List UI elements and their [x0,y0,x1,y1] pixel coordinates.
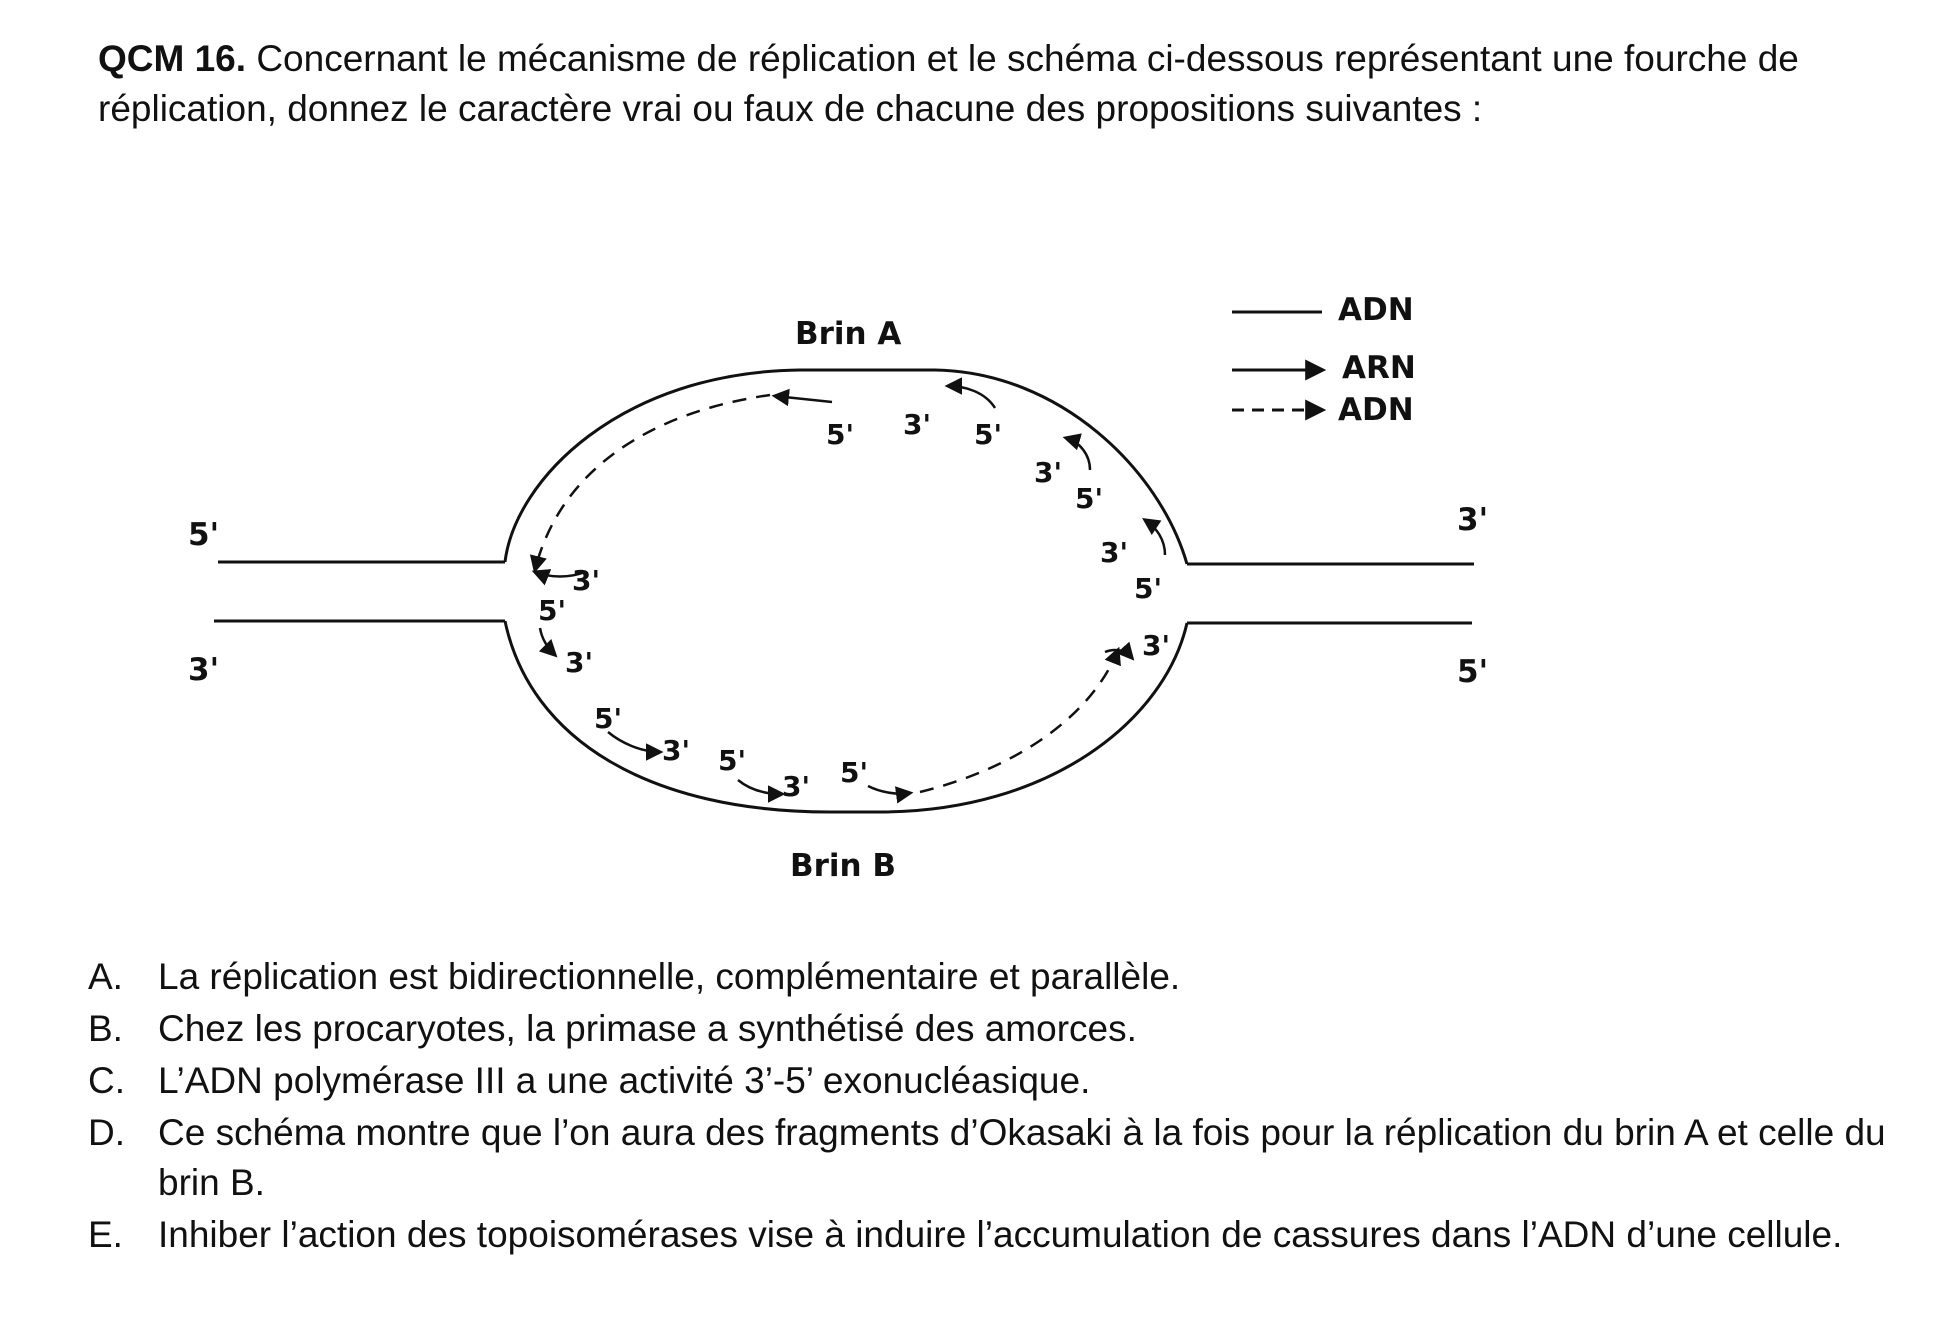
primer-label: 5' [538,594,566,627]
option-letter: A. [88,956,123,997]
option-text: L’ADN polymérase III a une activité 3’-5… [158,1060,1091,1101]
primer-label: 5' [1075,482,1103,515]
primer-arrow [771,388,833,407]
option-e: E. Inhiber l’action des topoisomérases vi… [88,1210,1888,1260]
primer-label: 3' [662,734,690,767]
option-text: Inhiber l’action des topoisomérases vise… [158,1214,1843,1255]
end-label-top-right: 3' [1457,502,1488,538]
primer-arrow [531,569,586,586]
strand-a-label: Brin A [795,316,901,352]
primer-arrow [1062,433,1092,471]
question-label: QCM 16. [98,38,247,79]
primer-label: 5' [594,702,622,735]
primer-label: 3' [903,408,931,441]
answer-options: A. La réplication est bidirectionnelle, c… [88,952,1888,1262]
primer-label: 3' [1100,536,1128,569]
primer-arrow [737,779,786,803]
primer-label: 5' [826,418,854,451]
primer-label: 5' [840,756,868,789]
primer-arrow [867,784,914,804]
primer-label: 3' [572,564,600,597]
legend: ADN ARN ADN [1232,292,1416,428]
primer-label: 5' [974,418,1002,451]
option-b: B. Chez les procaryotes, la primase a syn… [88,1004,1888,1054]
primer-label: 3' [782,770,810,803]
option-d: D. Ce schéma montre que l’on aura des fra… [88,1108,1888,1208]
leading-strand-b [919,646,1121,794]
primer-label: 5' [718,744,746,777]
option-text: La réplication est bidirectionnelle, com… [158,956,1181,997]
option-a: A. La réplication est bidirectionnelle, c… [88,952,1888,1002]
strand-b [503,620,1189,814]
primer-arrow [538,627,558,658]
legend-label: ARN [1342,350,1416,386]
legend-label: ADN [1338,392,1414,428]
end-label-bottom-left: 3' [188,652,219,688]
option-letter: B. [88,1008,123,1049]
option-text: Ce schéma montre que l’on aura des fragm… [158,1112,1886,1203]
leading-strand-a [529,393,771,574]
strand-a [503,368,1189,565]
end-label-top-left: 5' [188,517,219,553]
end-label-bottom-right: 5' [1457,654,1488,690]
primer-arrow [1104,641,1135,661]
primer-label: 3' [565,646,593,679]
question-text: QCM 16. Concernant le mécanisme de répli… [98,34,1888,134]
option-text: Chez les procaryotes, la primase a synth… [158,1008,1137,1049]
option-letter: C. [88,1060,125,1101]
primer-label: 5' [1134,572,1162,605]
strand-b-label: Brin B [790,848,896,884]
question-body: Concernant le mécanisme de réplication e… [98,38,1799,129]
option-c: C. L’ADN polymérase III a une activité 3’… [88,1056,1888,1106]
primer-arrow [944,377,997,409]
primer-label: 3' [1142,629,1170,662]
legend-label: ADN [1338,292,1414,328]
primer-arrow [607,731,664,761]
primer-label: 3' [1034,456,1062,489]
primer-arrow [1142,518,1167,556]
option-letter: D. [88,1112,125,1153]
option-letter: E. [88,1214,123,1255]
